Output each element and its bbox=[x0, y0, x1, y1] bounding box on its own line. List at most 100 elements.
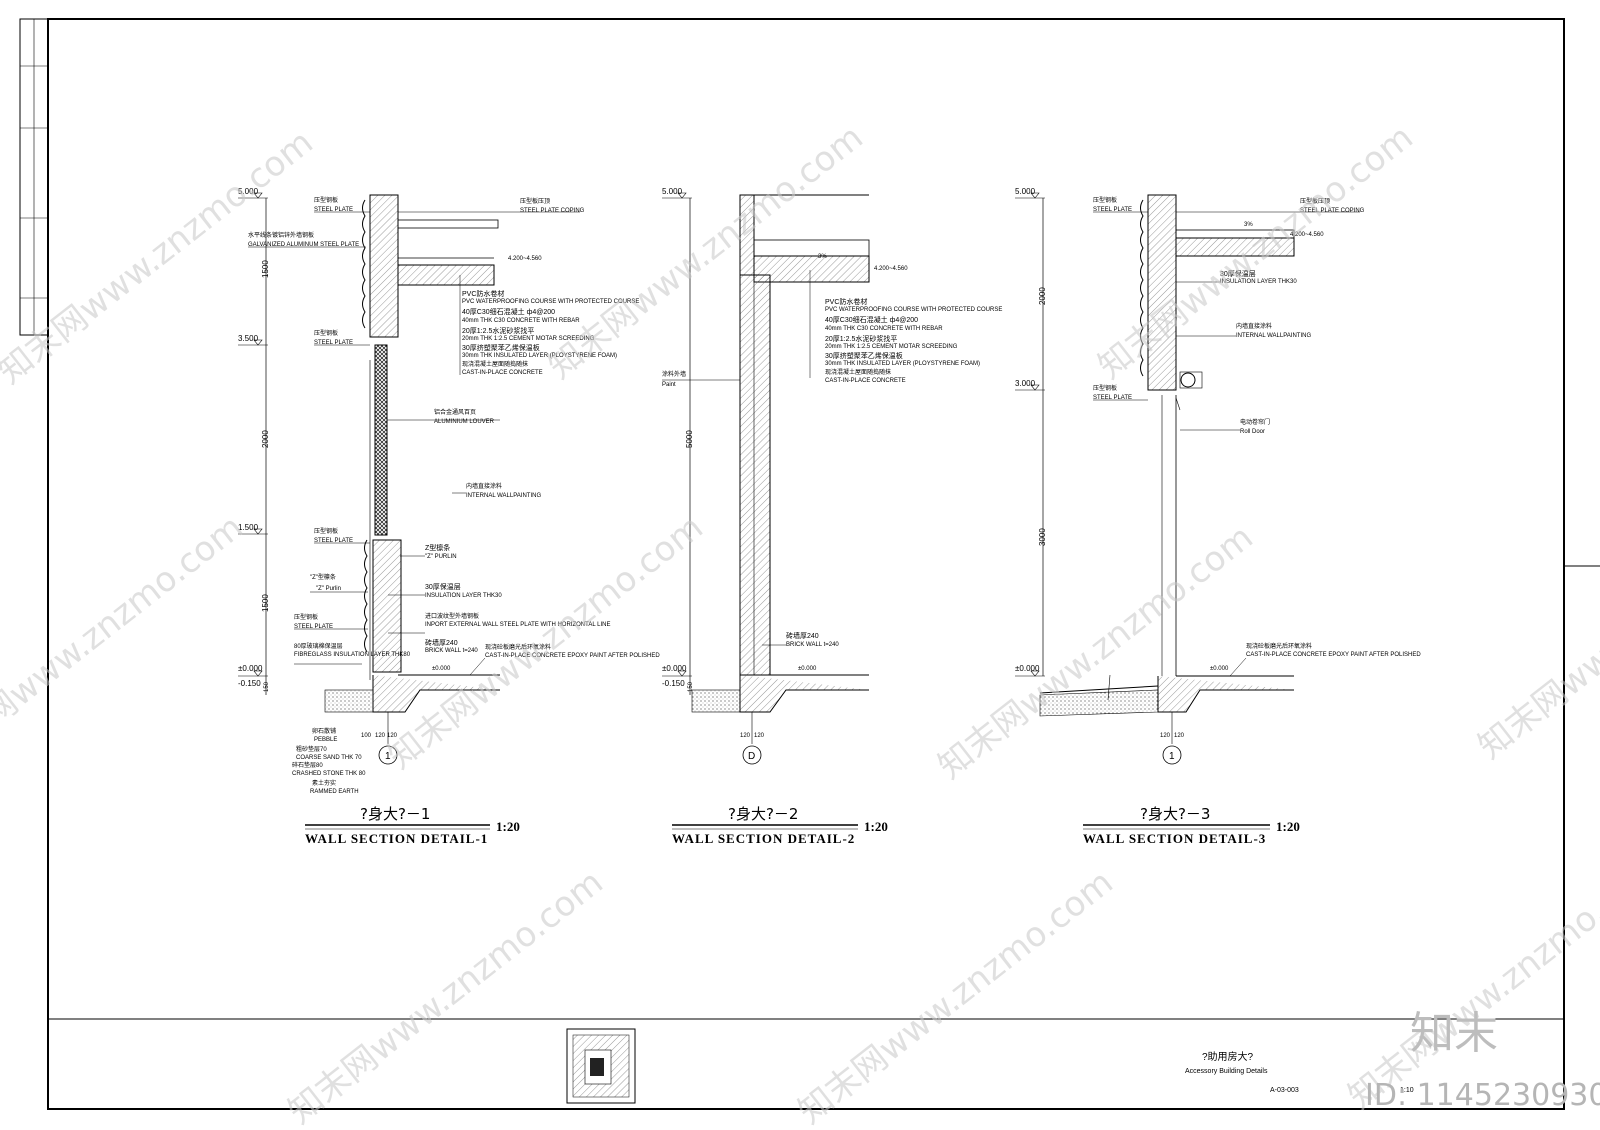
svg-text:素土夯实: 素土夯实 bbox=[312, 779, 336, 787]
svg-text:STEEL PLATE COPING: STEEL PLATE COPING bbox=[1300, 208, 1365, 214]
svg-text:CAST-IN-PLACE CONCRETE: CAST-IN-PLACE CONCRETE bbox=[462, 370, 543, 376]
svg-text:压型钢板: 压型钢板 bbox=[314, 527, 338, 535]
svg-text:RAMMED EARTH: RAMMED EARTH bbox=[310, 789, 359, 795]
level-minus-0150: -0.150 bbox=[662, 679, 685, 688]
svg-text:GALVANIZED ALUMINUM STEEL PLAT: GALVANIZED ALUMINUM STEEL PLATE bbox=[248, 242, 359, 248]
axis-label-1: 1 bbox=[385, 751, 391, 762]
svg-text:Roll Door: Roll Door bbox=[1240, 429, 1265, 435]
svg-text:砖墙厚240: 砖墙厚240 bbox=[786, 631, 819, 640]
sheet-title-en: Accessory Building Details bbox=[1185, 1068, 1268, 1075]
svg-text:STEEL PLATE: STEEL PLATE bbox=[1093, 395, 1132, 401]
detail-3-scale: 1:20 bbox=[1276, 819, 1300, 834]
svg-text:铝合金通风百页: 铝合金通风百页 bbox=[434, 408, 476, 416]
dim-2000: 2000 bbox=[1038, 287, 1047, 305]
wall-section-detail-2: 5.000 ±0.000 -0.150 5000 150 D 120 120 涂… bbox=[662, 187, 1002, 846]
detail-1-title-en: WALL SECTION DETAIL-1 bbox=[305, 831, 488, 846]
svg-text:进口波纹型外墙钢板: 进口波纹型外墙钢板 bbox=[425, 612, 479, 620]
svg-text:卵石散铺: 卵石散铺 bbox=[312, 727, 336, 735]
svg-text:STEEL PLATE: STEEL PLATE bbox=[1093, 207, 1132, 213]
svg-text:现浇混凝土屋面随捣随抹: 现浇混凝土屋面随捣随抹 bbox=[462, 360, 528, 368]
svg-text:压型钢板: 压型钢板 bbox=[1093, 196, 1117, 204]
svg-text:20mm THK 1:2.5 CEMENT MOTAR SC: 20mm THK 1:2.5 CEMENT MOTAR SCREEDING bbox=[825, 344, 958, 350]
svg-text:CAST-IN-PLACE CONCRETE: CAST-IN-PLACE CONCRETE bbox=[825, 378, 906, 384]
svg-text:4.200~4.560: 4.200~4.560 bbox=[508, 256, 542, 262]
svg-text:PVC防水卷材: PVC防水卷材 bbox=[825, 297, 867, 306]
bottom-dim-120a: 120 bbox=[375, 733, 386, 739]
wall-section-detail-1: 5.000 3.500 1.500 ±0.000 -0.150 1500 200… bbox=[238, 187, 660, 846]
svg-text:压型钢板: 压型钢板 bbox=[314, 329, 338, 337]
watermark-id: ID: 1145230930 bbox=[1365, 1078, 1600, 1113]
svg-text:现浇砼板磨光后环氧涂料: 现浇砼板磨光后环氧涂料 bbox=[1246, 642, 1312, 650]
level-minus-0150: -0.150 bbox=[238, 679, 261, 688]
svg-text:压型钢板: 压型钢板 bbox=[294, 613, 318, 621]
svg-text:±0.000: ±0.000 bbox=[798, 666, 817, 672]
svg-text:±0.000: ±0.000 bbox=[432, 666, 451, 672]
dim-150: 150 bbox=[688, 681, 694, 692]
watermark-site: 知末网www.znzmo.com bbox=[791, 862, 1121, 1130]
svg-text:CAST-IN-PLACE CONCRETE EPOXY P: CAST-IN-PLACE CONCRETE EPOXY PAINT AFTER… bbox=[1246, 652, 1421, 658]
svg-text:120: 120 bbox=[1174, 733, 1185, 739]
svg-text:现浇混凝土屋面随捣随抹: 现浇混凝土屋面随捣随抹 bbox=[825, 368, 891, 376]
svg-text:3%: 3% bbox=[818, 254, 827, 260]
svg-text:PVC WATERPROOFING COURSE WITH: PVC WATERPROOFING COURSE WITH PROTECTED … bbox=[462, 299, 639, 305]
level-3500: 3.500 bbox=[238, 334, 259, 343]
svg-text:Paint: Paint bbox=[662, 382, 676, 388]
svg-text:"Z" Purlin: "Z" Purlin bbox=[316, 586, 341, 592]
svg-text:120: 120 bbox=[754, 733, 765, 739]
svg-text:80厚玻璃棉保温层: 80厚玻璃棉保温层 bbox=[294, 642, 343, 650]
svg-text:现浇砼板磨光后环氧涂料: 现浇砼板磨光后环氧涂料 bbox=[485, 643, 551, 651]
svg-text:砖墙厚240: 砖墙厚240 bbox=[425, 638, 458, 647]
svg-text:40厚C30细石混凝土 ф4@200: 40厚C30细石混凝土 ф4@200 bbox=[825, 315, 918, 324]
watermark-site: 知末网www.znzmo.com bbox=[0, 507, 251, 777]
svg-text:INSULATION LAYER THK30: INSULATION LAYER THK30 bbox=[425, 593, 502, 599]
watermark-brand: 知末 bbox=[1410, 1008, 1498, 1059]
svg-text:3%: 3% bbox=[1244, 222, 1253, 228]
dim-1500-bottom: 1500 bbox=[261, 594, 270, 612]
svg-text:30mm THK INSULATED LAYER (PLOY: 30mm THK INSULATED LAYER (PLOYSTYRENE FO… bbox=[462, 353, 617, 359]
drawing-number: A-03-003 bbox=[1270, 1087, 1299, 1094]
detail-2-scale: 1:20 bbox=[864, 819, 888, 834]
watermark-site: 知末网www.znzmo.com bbox=[541, 117, 871, 387]
svg-text:4.200~4.560: 4.200~4.560 bbox=[1290, 232, 1324, 238]
svg-text:20mm THK 1:2.5 CEMENT MOTAR SC: 20mm THK 1:2.5 CEMENT MOTAR SCREEDING bbox=[462, 336, 595, 342]
svg-text:INTERNAL WALLPAINTING: INTERNAL WALLPAINTING bbox=[466, 493, 541, 499]
detail-3-title-cn: ?身大?－3 bbox=[1140, 805, 1210, 823]
dim-2000: 2000 bbox=[261, 430, 270, 448]
level-0000: ±0.000 bbox=[662, 664, 687, 673]
level-0000: ±0.000 bbox=[1015, 664, 1040, 673]
svg-text:40mm THK C30 CONCRETE WITH REB: 40mm THK C30 CONCRETE WITH REBAR bbox=[825, 326, 943, 332]
svg-text:内墙直接涂料: 内墙直接涂料 bbox=[1236, 322, 1272, 330]
svg-text:水平线条镀铝锌外墙钢板: 水平线条镀铝锌外墙钢板 bbox=[248, 231, 314, 239]
svg-text:压型板压顶: 压型板压顶 bbox=[1300, 197, 1330, 205]
svg-text:CRASHED STONE THK 80: CRASHED STONE THK 80 bbox=[292, 771, 366, 777]
svg-text:压型钢板: 压型钢板 bbox=[314, 196, 338, 204]
svg-text:STEEL PLATE: STEEL PLATE bbox=[294, 624, 333, 630]
wall-section-detail-3: 5.000 3.000 ±0.000 2000 3000 1 120 120 压… bbox=[1015, 187, 1421, 846]
title-block: ?助用房大? Accessory Building Details A-03-0… bbox=[566, 1028, 1414, 1104]
left-labels: 压型钢板 STEEL PLATE 水平线条镀铝锌外墙钢板 GALVANIZED … bbox=[248, 196, 411, 795]
dim-3000: 3000 bbox=[1038, 528, 1047, 546]
svg-text:INSULATION LAYER THK30: INSULATION LAYER THK30 bbox=[1220, 279, 1297, 285]
detail-1-scale: 1:20 bbox=[496, 819, 520, 834]
detail-1-title-cn: ?身大?－1 bbox=[360, 805, 430, 823]
svg-text:STEEL PLATE: STEEL PLATE bbox=[314, 538, 353, 544]
svg-text:INPORT EXTERNAL WALL STEEL PLA: INPORT EXTERNAL WALL STEEL PLATE WITH HO… bbox=[425, 622, 610, 628]
svg-text:±0.000: ±0.000 bbox=[1210, 666, 1229, 672]
watermark-site: 知末网www.znzmo.com bbox=[1091, 117, 1421, 387]
dim-1500-top: 1500 bbox=[261, 260, 270, 278]
axis-label-1: 1 bbox=[1169, 751, 1175, 762]
right-notes: 压型板压顶 STEEL PLATE COPING 4.200~4.560 PVC… bbox=[387, 197, 660, 676]
svg-text:CAST-IN-PLACE CONCRETE EPOXY P: CAST-IN-PLACE CONCRETE EPOXY PAINT AFTER… bbox=[485, 653, 660, 659]
level-1500: 1.500 bbox=[238, 523, 259, 532]
svg-text:FIBREGLASS INSULATION LAYER TH: FIBREGLASS INSULATION LAYER THK80 bbox=[294, 652, 411, 658]
level-markers: 5.000 3.500 1.500 ±0.000 -0.150 bbox=[238, 187, 268, 688]
svg-text:4.200~4.560: 4.200~4.560 bbox=[874, 266, 908, 272]
svg-text:INTERNAL WALLPAINTING: INTERNAL WALLPAINTING bbox=[1236, 333, 1311, 339]
stamp-column bbox=[19, 18, 49, 336]
detail-2-title-en: WALL SECTION DETAIL-2 bbox=[672, 831, 855, 846]
detail-2-title-cn: ?身大?－2 bbox=[728, 805, 798, 823]
svg-text:30厚保温层: 30厚保温层 bbox=[1220, 269, 1256, 278]
svg-text:STEEL PLATE: STEEL PLATE bbox=[314, 340, 353, 346]
watermark-site: 知末网www.znzmo.com bbox=[281, 862, 611, 1130]
